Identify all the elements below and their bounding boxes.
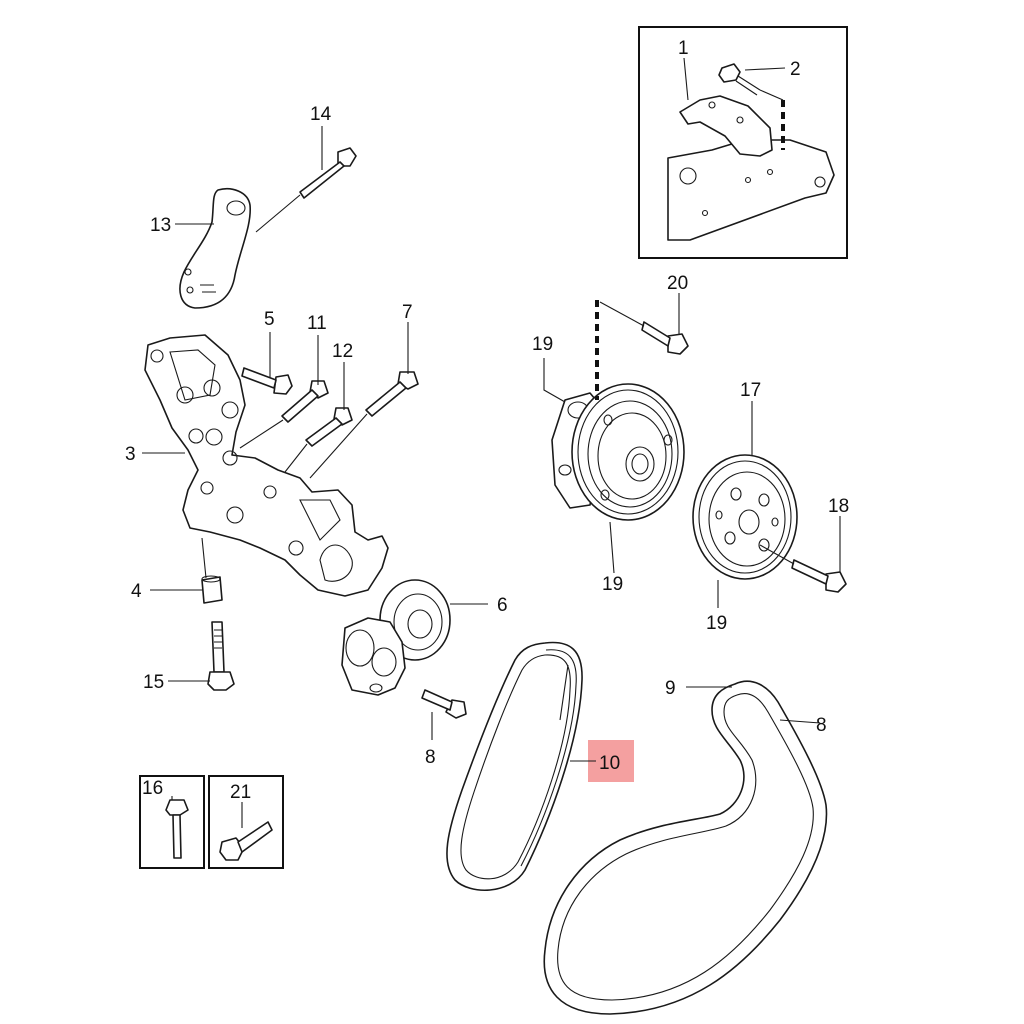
inset-bracket-hole [708,101,716,109]
callout-12: 12 [332,341,353,362]
callout-4: 4 [131,581,142,602]
inset-small-bracket [679,95,773,157]
bolt-21-shank [237,821,273,853]
part-14-bolt [255,147,357,233]
callout-11: 11 [307,313,327,334]
callout-2: 2 [790,59,801,80]
water-pump-pulley [571,383,685,521]
callout-15: 15 [143,672,164,693]
part-21-box [208,775,284,869]
bolt-5-head [273,374,293,395]
inset-plate-hole [766,168,774,176]
bracket-13-hole [186,286,194,294]
part-3-main-bracket [144,334,389,597]
callout-18: 18 [828,496,849,517]
part-5-bolt [241,367,293,395]
bracket-13-hole [184,268,192,276]
bolt-16-head [165,799,189,816]
belt-8-outer [543,680,828,1015]
part-11-bolt [239,380,329,449]
bolt-5-shank [241,367,277,389]
inset-plate-hole [744,176,752,184]
callout-10: 10 [599,753,620,774]
bracket-3-body [144,334,389,597]
callout-3: 3 [125,444,136,465]
belt-10-outer [446,641,583,891]
crank-pulley-17 [692,454,798,580]
bolt-20-head [667,333,689,355]
inset-bracket-hole [736,116,744,124]
inset-plate-hole [814,176,826,188]
bolt-12-shank [305,417,343,447]
part-7-bolt [309,371,419,479]
bolt-18-head [825,571,847,593]
part-10-belt [446,641,583,891]
bolt-14-shank [299,161,345,199]
callout-labels: 1 2 3 4 5 6 7 8 8 9 10 11 12 13 14 15 16… [125,38,849,803]
callout-16: 16 [142,778,163,799]
callout-1: 1 [678,38,689,59]
callout-20: 20 [667,273,688,294]
part-17-pulley [692,454,798,580]
callout-5: 5 [264,309,275,330]
bolt-8-shank [421,689,453,711]
part-16-box [139,775,205,869]
leader-lines [142,126,841,828]
part-19-water-pump [551,300,685,521]
callout-21: 21 [230,782,251,803]
part-12-bolt [284,407,353,473]
bracket-13-hole [226,200,246,216]
inset-bracket-detail [638,26,848,259]
inset-plate-hole [701,209,709,217]
leader-line [744,67,786,71]
bolt-20-shank [641,321,671,347]
inset-bolt-head [718,63,741,83]
part-13-bracket [179,188,251,309]
part-20-bolt [599,301,689,355]
part-15-stud [207,621,235,691]
part-8-bolt-lower [421,689,467,719]
callout-8-belt: 8 [816,715,827,736]
inset-frame [638,26,848,259]
bushing-4 [201,576,223,604]
bracket-13-body [179,188,251,309]
box-16-frame [139,775,205,869]
box-21-frame [208,775,284,869]
part-4-bushing [201,537,223,604]
callout-19-mid: 19 [602,574,623,595]
bolt-16-shank [172,814,182,859]
part-18-bolt [759,544,847,593]
bolt-11-shank [281,389,319,423]
callout-6: 6 [497,595,508,616]
callout-19-top: 19 [532,334,553,355]
callout-17: 17 [740,380,761,401]
callout-8-bolt: 8 [425,747,436,768]
tensioner-body [341,617,406,696]
bolt-18-shank [791,559,829,585]
stud-15-head [207,671,235,691]
part-8-belt [543,680,828,1015]
bolt-7-shank [365,381,407,417]
callout-14: 14 [310,104,332,125]
callout-7: 7 [402,302,413,323]
callout-13: 13 [150,215,171,236]
leader-line [683,57,689,101]
inset-plate-hole [679,167,697,185]
callout-19-low: 19 [706,613,727,634]
inset-bolt-shank [735,75,761,96]
callout-9: 9 [665,678,676,699]
